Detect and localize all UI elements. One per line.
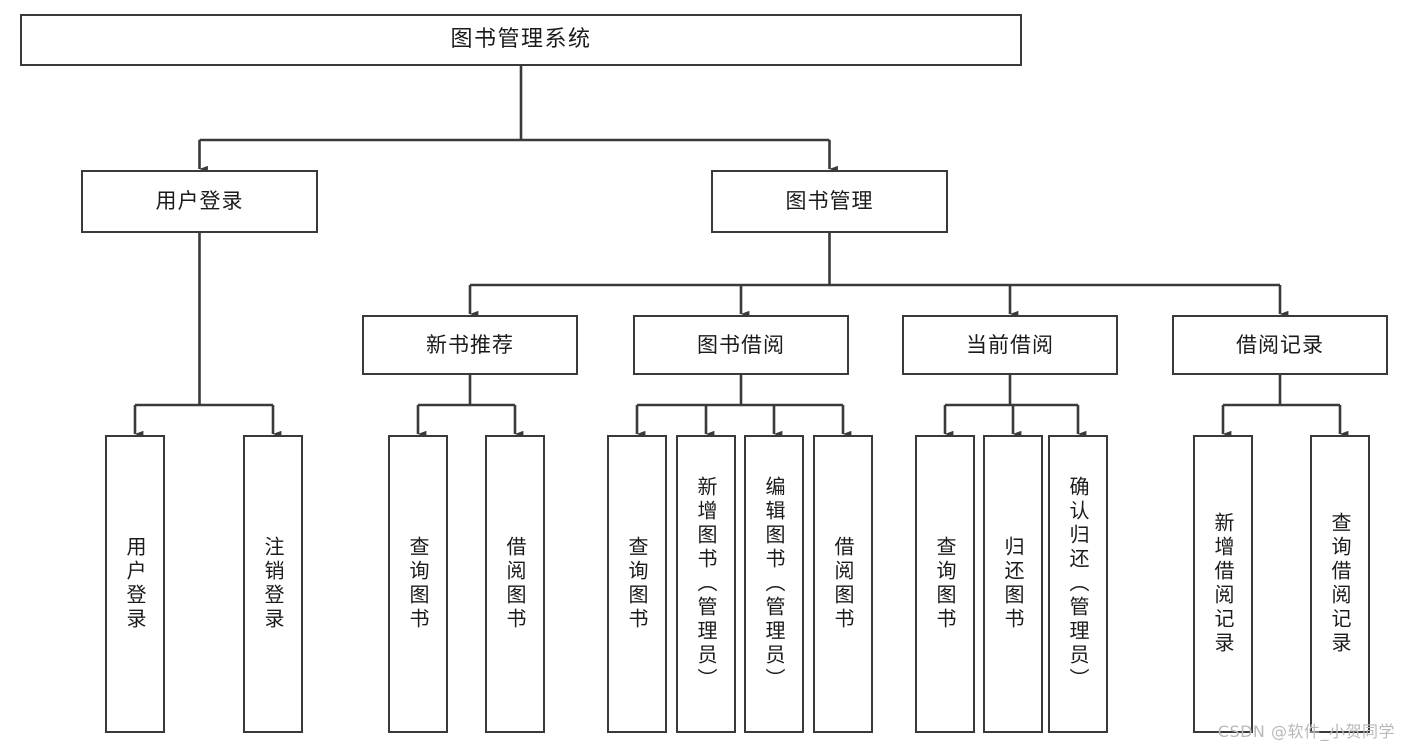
node-leaf-add-record: 新增借阅记录: [1193, 435, 1253, 733]
node-label-borrow-record: 借阅记录: [1236, 332, 1324, 357]
node-label-leaf-borrow-book-2: 借阅图书: [831, 536, 855, 632]
node-current-borrow: 当前借阅: [902, 315, 1118, 375]
node-leaf-logout: 注销登录: [243, 435, 303, 733]
node-leaf-edit-book: 编辑图书（管理员）: [744, 435, 804, 733]
node-root: 图书管理系统: [20, 14, 1022, 66]
node-book-manage: 图书管理: [711, 170, 948, 233]
node-book-borrow: 图书借阅: [633, 315, 849, 375]
node-borrow-record: 借阅记录: [1172, 315, 1388, 375]
node-leaf-return-book: 归还图书: [983, 435, 1043, 733]
node-leaf-borrow-book-2: 借阅图书: [813, 435, 873, 733]
node-label-leaf-return-book: 归还图书: [1001, 536, 1025, 632]
node-label-leaf-logout: 注销登录: [261, 536, 285, 632]
node-label-book-borrow: 图书借阅: [697, 332, 785, 357]
node-label-root: 图书管理系统: [450, 27, 592, 53]
node-label-leaf-query-book-2: 查询图书: [625, 536, 649, 632]
node-leaf-confirm-return: 确认归还（管理员）: [1048, 435, 1108, 733]
node-label-leaf-borrow-book-1: 借阅图书: [503, 536, 527, 632]
node-leaf-add-book: 新增图书（管理员）: [676, 435, 736, 733]
node-label-leaf-query-book-3: 查询图书: [933, 536, 957, 632]
node-leaf-query-book-3: 查询图书: [915, 435, 975, 733]
node-label-new-book-rec: 新书推荐: [426, 332, 514, 357]
node-leaf-user-login: 用户登录: [105, 435, 165, 733]
node-label-book-manage: 图书管理: [785, 189, 874, 214]
node-leaf-query-book-1: 查询图书: [388, 435, 448, 733]
node-label-leaf-query-record: 查询借阅记录: [1328, 512, 1352, 656]
node-new-book-rec: 新书推荐: [362, 315, 578, 375]
node-leaf-borrow-book-1: 借阅图书: [485, 435, 545, 733]
node-label-leaf-add-book: 新增图书（管理员）: [694, 476, 718, 692]
node-leaf-query-record: 查询借阅记录: [1310, 435, 1370, 733]
node-label-leaf-query-book-1: 查询图书: [406, 536, 430, 632]
node-label-user-login: 用户登录: [155, 189, 244, 214]
node-label-leaf-confirm-return: 确认归还（管理员）: [1066, 476, 1090, 692]
node-label-leaf-edit-book: 编辑图书（管理员）: [762, 476, 786, 692]
node-user-login: 用户登录: [81, 170, 318, 233]
node-label-leaf-user-login: 用户登录: [123, 536, 147, 632]
node-leaf-query-book-2: 查询图书: [607, 435, 667, 733]
node-label-leaf-add-record: 新增借阅记录: [1211, 512, 1235, 656]
node-label-current-borrow: 当前借阅: [966, 332, 1054, 357]
